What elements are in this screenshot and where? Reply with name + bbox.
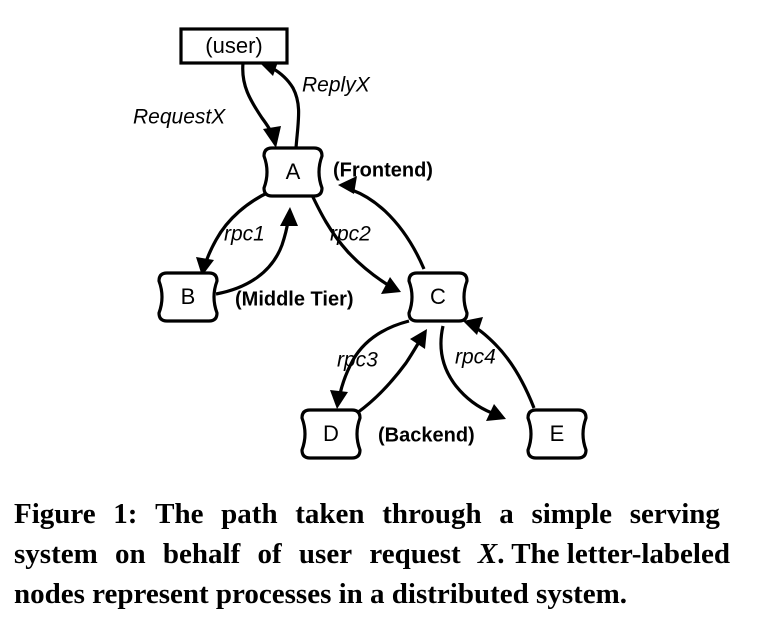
edge-label-rpc4: rpc4	[455, 346, 496, 369]
caption-word: behalf	[162, 538, 241, 570]
caption-line-3: nodes represent processes in a distribut…	[14, 578, 628, 610]
node-b-label: B	[181, 284, 196, 309]
edge-rpc1-call	[196, 190, 270, 276]
edge-rpc4-return	[463, 317, 536, 409]
edge-replyx-path	[271, 66, 301, 149]
node-d[interactable]: D	[300, 408, 362, 460]
tier-label-middle-tier: (Middle Tier)	[235, 288, 354, 310]
edge-rpc3-call	[330, 319, 410, 409]
caption-word: path	[221, 498, 278, 530]
caption-italic-variable: X. The letter-labeled	[478, 534, 730, 574]
diagram-svg: (user) A B C D	[133, 27, 588, 460]
node-b[interactable]: B	[157, 271, 219, 323]
edge-rpc2-call-arrowhead	[381, 277, 401, 294]
caption-word: taken	[295, 498, 365, 530]
edge-rpc2-return	[338, 176, 426, 270]
caption-word: The	[155, 498, 204, 530]
edge-rpc2-call	[309, 192, 401, 294]
edge-label-rpc3: rpc3	[337, 349, 378, 372]
node-e-label: E	[550, 421, 565, 446]
edge-label-rpc2: rpc2	[330, 223, 371, 246]
node-c-label: C	[430, 284, 446, 309]
edge-rpc4-call	[439, 325, 506, 421]
tier-label-backend: (Backend)	[378, 424, 475, 446]
edge-rpc3-return-path	[356, 341, 421, 415]
edge-rpc2-call-path	[309, 192, 389, 287]
edge-rpc1-call-path	[204, 190, 270, 263]
edge-rpc3-call-path	[338, 319, 410, 395]
caption-word: on	[115, 538, 146, 570]
caption-line2-tail: . The letter-labeled	[497, 538, 730, 570]
caption-word: serving	[629, 498, 720, 530]
edge-rpc2-return-arrowhead	[338, 176, 357, 194]
node-c[interactable]: C	[407, 271, 469, 323]
node-c-shape	[407, 271, 469, 323]
node-b-shape	[157, 271, 219, 323]
edge-rpc1-return-arrowhead	[280, 207, 298, 226]
node-e[interactable]: E	[526, 408, 588, 460]
edge-requestx-arrowhead	[263, 126, 281, 148]
caption-word: Figure	[14, 498, 96, 530]
node-user-shape	[179, 27, 289, 65]
edge-rpc1-return	[215, 207, 298, 296]
figure-caption: Figure 1: The path taken through a simpl…	[0, 494, 758, 618]
edge-label-rpc1: rpc1	[224, 223, 265, 246]
caption-word: simple	[531, 498, 613, 530]
edge-rpc4-return-arrowhead	[463, 317, 483, 335]
node-user[interactable]: (user)	[179, 27, 289, 65]
edge-rpc4-return-path	[475, 326, 536, 409]
node-a-label: A	[286, 159, 301, 184]
edge-rpc4-call-path	[439, 325, 493, 415]
caption-word: request	[369, 538, 461, 570]
tier-label-frontend: (Frontend)	[333, 159, 433, 181]
node-a[interactable]: A	[262, 146, 324, 198]
edge-requestx-path	[241, 62, 275, 137]
caption-line-1: Figure 1: The path taken through a simpl…	[14, 494, 720, 534]
caption-word: through	[382, 498, 482, 530]
caption-line-2: system on behalf of user request X. The …	[14, 534, 730, 574]
edge-label-requestx: RequestX	[133, 106, 226, 129]
edge-rpc1-return-path	[215, 220, 290, 296]
edge-label-replyx: ReplyX	[302, 74, 371, 97]
caption-word: 1:	[113, 498, 138, 530]
node-user-label: (user)	[205, 33, 262, 58]
edge-rpc4-call-arrowhead	[486, 404, 506, 421]
edge-rpc3-return	[356, 329, 427, 415]
edge-rpc1-call-arrowhead	[196, 257, 214, 276]
edge-rpc3-return-arrowhead	[410, 329, 427, 349]
node-a-shape	[262, 146, 324, 198]
node-d-label: D	[323, 421, 339, 446]
caption-word: of	[257, 538, 282, 570]
diagram-area: (user) A B C D	[133, 27, 588, 460]
caption-word: system	[14, 538, 98, 570]
caption-word: user	[298, 538, 353, 570]
node-e-shape	[526, 408, 588, 460]
caption-italic-x: X	[477, 538, 498, 570]
node-d-shape	[300, 408, 362, 460]
edge-rpc3-call-arrowhead	[330, 390, 348, 409]
edge-requestx	[241, 62, 281, 148]
caption-word: a	[499, 498, 514, 530]
edge-rpc2-return-path	[351, 188, 426, 270]
